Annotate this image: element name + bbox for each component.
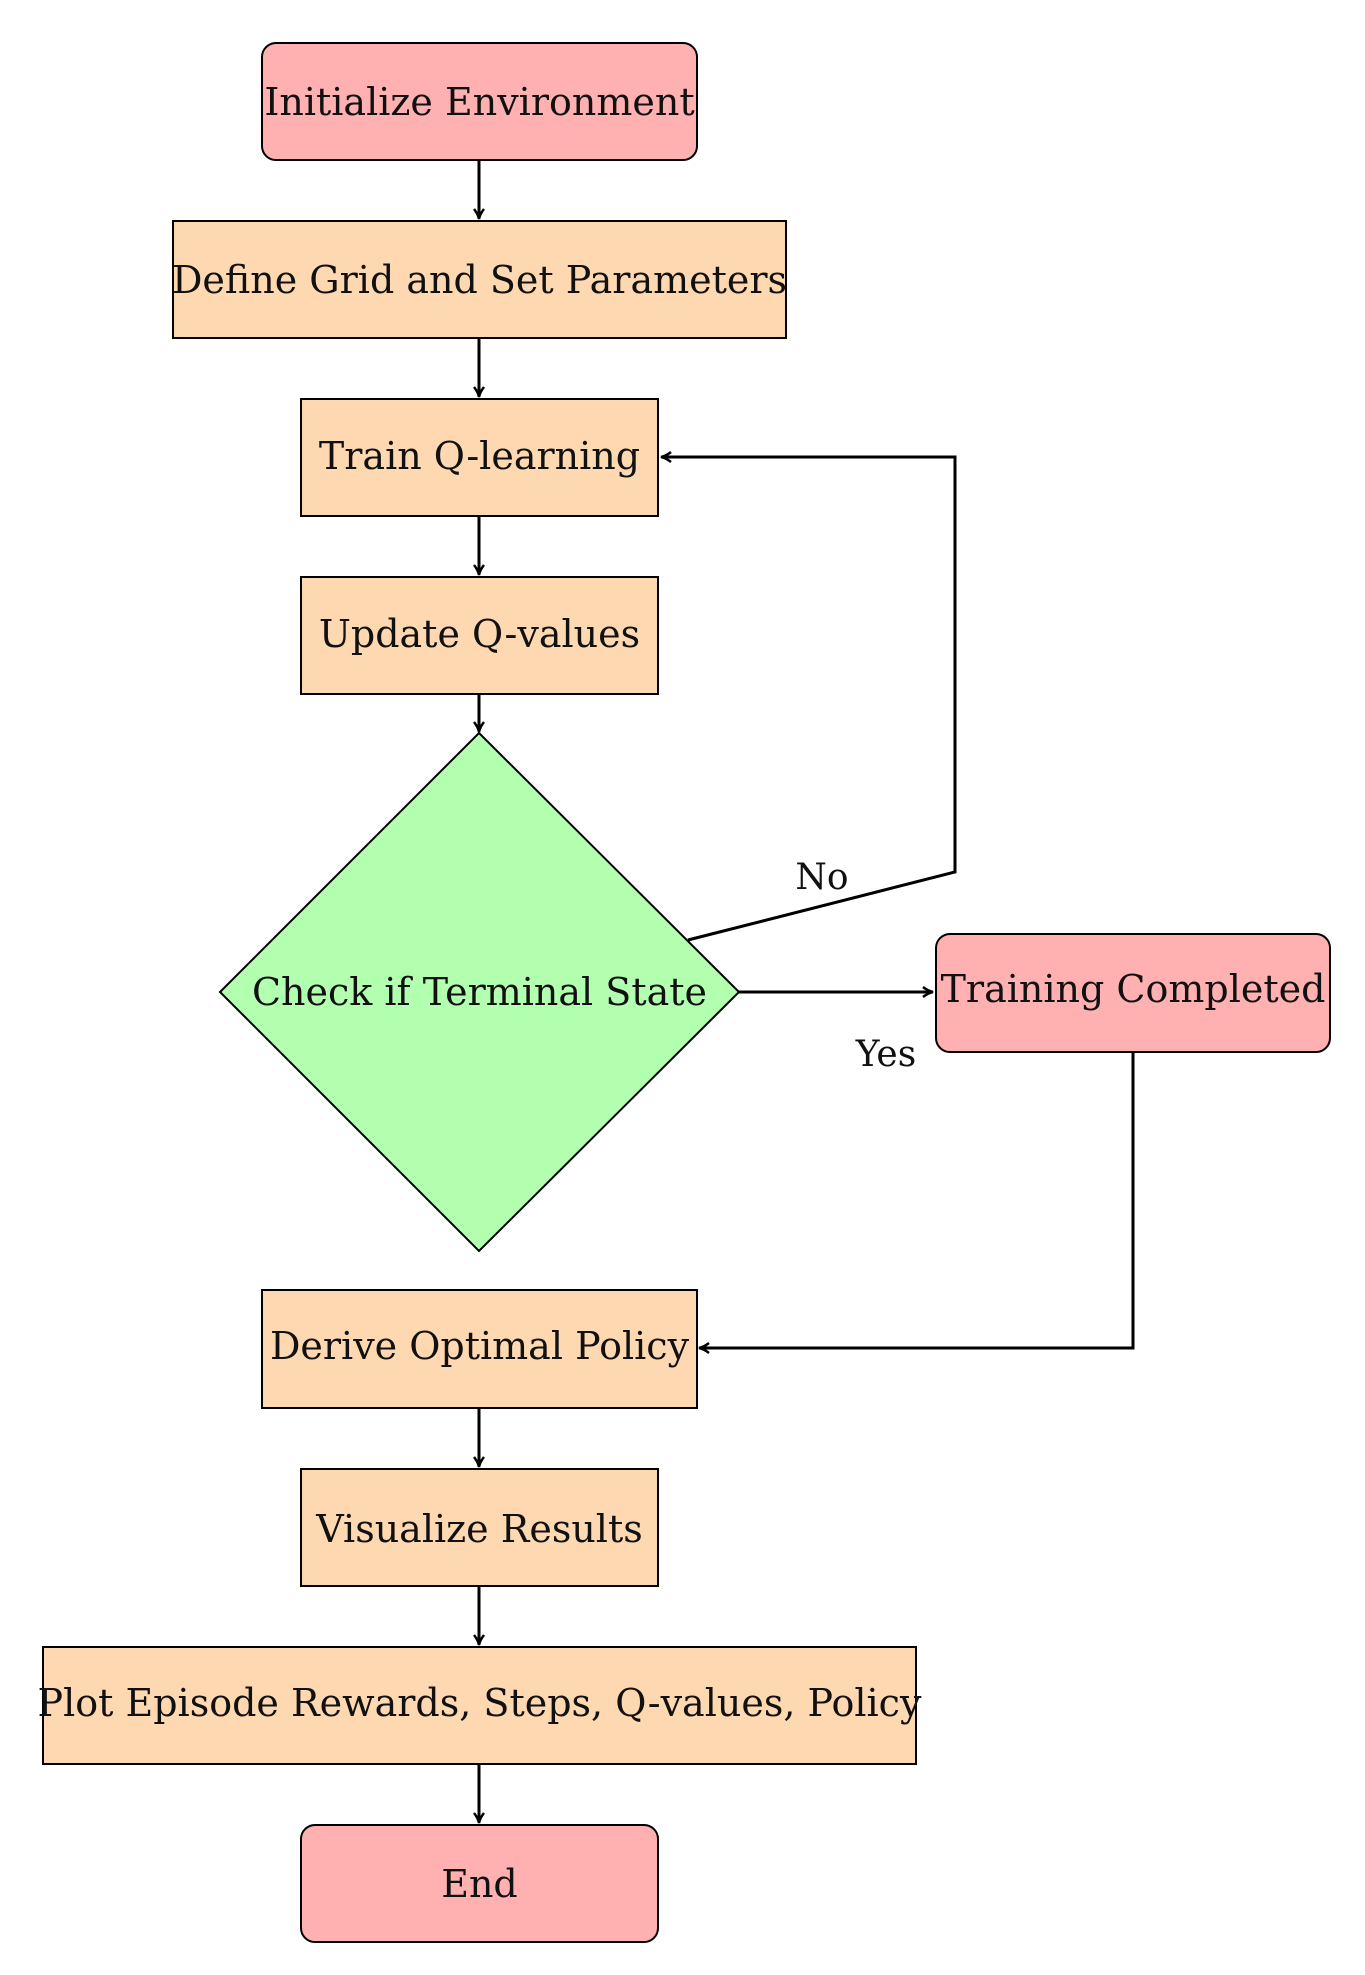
node-shape: [261, 42, 698, 161]
node-label: Visualize Results: [315, 1507, 642, 1551]
node-label: Plot Episode Rewards, Steps, Q-values, P…: [38, 1681, 922, 1725]
edge-label-yes: Yes: [855, 1034, 916, 1075]
node-end: End: [300, 1824, 659, 1943]
node-label: Define Grid and Set Parameters: [172, 258, 787, 302]
node-shape: [300, 1824, 659, 1943]
node-shape: [935, 933, 1331, 1053]
node-shape: [300, 576, 659, 695]
node-label: Training Completed: [941, 967, 1326, 1011]
edge-completed-to-derive: [698, 1052, 1135, 1354]
node-label: Check if Terminal State: [252, 970, 707, 1014]
node-shape: [261, 1289, 698, 1409]
node-shape: [300, 1468, 659, 1587]
node-initialize-environment: Initialize Environment: [261, 42, 698, 161]
node-label: End: [441, 1862, 518, 1906]
edge-label-no: No: [795, 857, 848, 898]
node-training-completed: Training Completed: [935, 933, 1331, 1053]
node-shape: [218, 731, 741, 1253]
node-shape: [172, 220, 787, 339]
node-plot-results: Plot Episode Rewards, Steps, Q-values, P…: [38, 1646, 922, 1765]
edge-check-no-to-train: [660, 451, 957, 942]
node-label: Train Q-learning: [319, 434, 640, 478]
node-label: Update Q-values: [319, 612, 640, 656]
node-label: Initialize Environment: [264, 80, 694, 124]
node-visualize-results: Visualize Results: [300, 1468, 659, 1587]
node-train-q-learning: Train Q-learning: [300, 398, 659, 517]
node-shape: [42, 1646, 917, 1765]
edges: [473, 160, 1135, 1824]
node-label: Derive Optimal Policy: [270, 1324, 690, 1368]
node-define-grid: Define Grid and Set Parameters: [172, 220, 787, 339]
node-shape: [300, 398, 659, 517]
node-update-q-values: Update Q-values: [300, 576, 659, 695]
node-derive-optimal-policy: Derive Optimal Policy: [261, 1289, 698, 1409]
node-check-terminal-state: Check if Terminal State: [218, 731, 741, 1253]
